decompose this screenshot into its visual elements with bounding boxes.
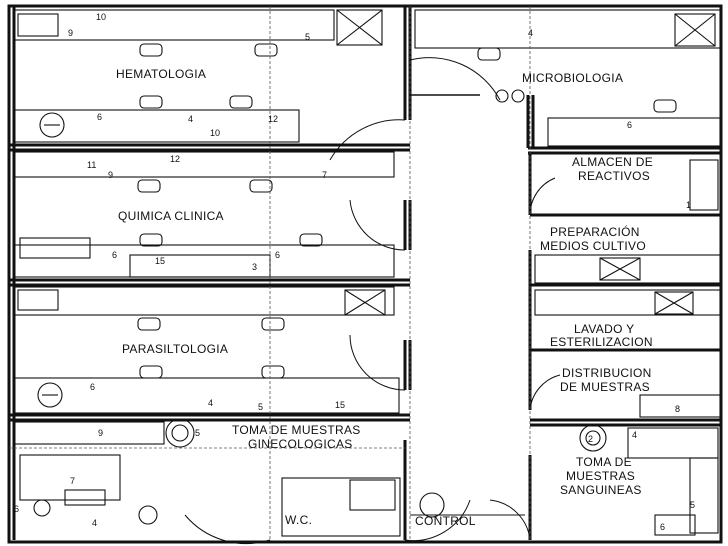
- room-label-parasitologia: PARASILTOLOGIA: [122, 342, 228, 356]
- room-label-wc: W.C.: [285, 513, 312, 527]
- fixture-number: 4: [632, 430, 637, 440]
- fixture-number: 9: [98, 428, 103, 438]
- fixture-number: 12: [170, 154, 180, 164]
- fixture-number: 7: [70, 476, 75, 486]
- room-label-quimica: QUIMICA CLINICA: [118, 209, 224, 223]
- dashed-lines: [9, 6, 531, 540]
- room-labels: HEMATOLOGIA MICROBIOLOGIA ALMACEN DE REA…: [116, 67, 653, 528]
- fixture-number: 10: [96, 12, 106, 22]
- fixture-number: 15: [155, 256, 165, 266]
- room-label-microbiologia: MICROBIOLOGIA: [522, 71, 623, 85]
- fixture-number: 7: [322, 170, 327, 180]
- room-label-distribucion: DE MUESTRAS: [560, 380, 650, 394]
- fixture-number: 1: [686, 200, 691, 210]
- room-label-toma-ginecologicas: GINECOLOGICAS: [248, 437, 353, 451]
- fixture-number: 11: [87, 160, 96, 170]
- fixture-number: 2: [588, 434, 593, 444]
- fixture-number: 4: [92, 518, 97, 528]
- counters-left: [13, 9, 401, 537]
- round-fixtures: [33, 89, 607, 525]
- door-swings: [184, 57, 561, 545]
- room-label-distribucion: DISTRIBUCION: [562, 366, 652, 380]
- fixture-number: 6: [275, 250, 280, 260]
- fixture-number: 5: [690, 500, 695, 510]
- room-label-preparacion: PREPARACIÓN: [550, 224, 640, 239]
- fixture-number: 9: [68, 28, 73, 38]
- room-label-toma-sanguineas: SANGUINEAS: [560, 483, 642, 497]
- room-label-preparacion: MEDIOS CULTIVO: [540, 239, 646, 253]
- stools: [137, 43, 677, 379]
- fixture-number: 6: [97, 112, 102, 122]
- left-wing-walls: [9, 6, 412, 540]
- fixture-number: 8: [675, 404, 680, 414]
- room-label-toma-sanguineas: TOMA DE: [576, 455, 632, 469]
- fixture-number: 6: [627, 120, 632, 130]
- fixture-number: 9: [108, 170, 113, 180]
- counters-right: [414, 9, 721, 536]
- fixture-numbers: 10 9 5 6 4 10 12 12 11 9 7 6 15 3 6 6 4 …: [14, 12, 695, 532]
- fixture-number: 4: [208, 398, 213, 408]
- fixture-number: 6: [112, 250, 117, 260]
- room-label-toma-ginecologicas: TOMA DE MUESTRAS: [232, 423, 361, 437]
- room-label-hematologia: HEMATOLOGIA: [116, 67, 206, 81]
- fixture-number: 4: [528, 28, 533, 38]
- fixture-number: 15: [335, 400, 345, 410]
- fixture-number: 5: [258, 402, 263, 412]
- fixture-number: 6: [90, 382, 95, 392]
- fixture-number: 4: [188, 114, 193, 124]
- room-label-toma-sanguineas: MUESTRAS: [566, 469, 635, 483]
- fixture-number: 6: [660, 522, 665, 532]
- room-label-lavado: ESTERILIZACION: [550, 335, 653, 349]
- room-label-almacen: ALMACEN DE: [572, 155, 653, 169]
- fixture-number: 6: [14, 504, 19, 514]
- fixture-number: 5: [195, 428, 200, 438]
- fixture-number: 5: [305, 32, 310, 42]
- room-label-lavado: LAVADO Y: [574, 322, 634, 336]
- room-label-control: CONTROL: [415, 514, 476, 528]
- fixture-number: 3: [252, 262, 257, 272]
- fixture-number: 12: [268, 114, 278, 124]
- fixture-number: 10: [210, 128, 220, 138]
- room-label-almacen: REACTIVOS: [578, 169, 650, 183]
